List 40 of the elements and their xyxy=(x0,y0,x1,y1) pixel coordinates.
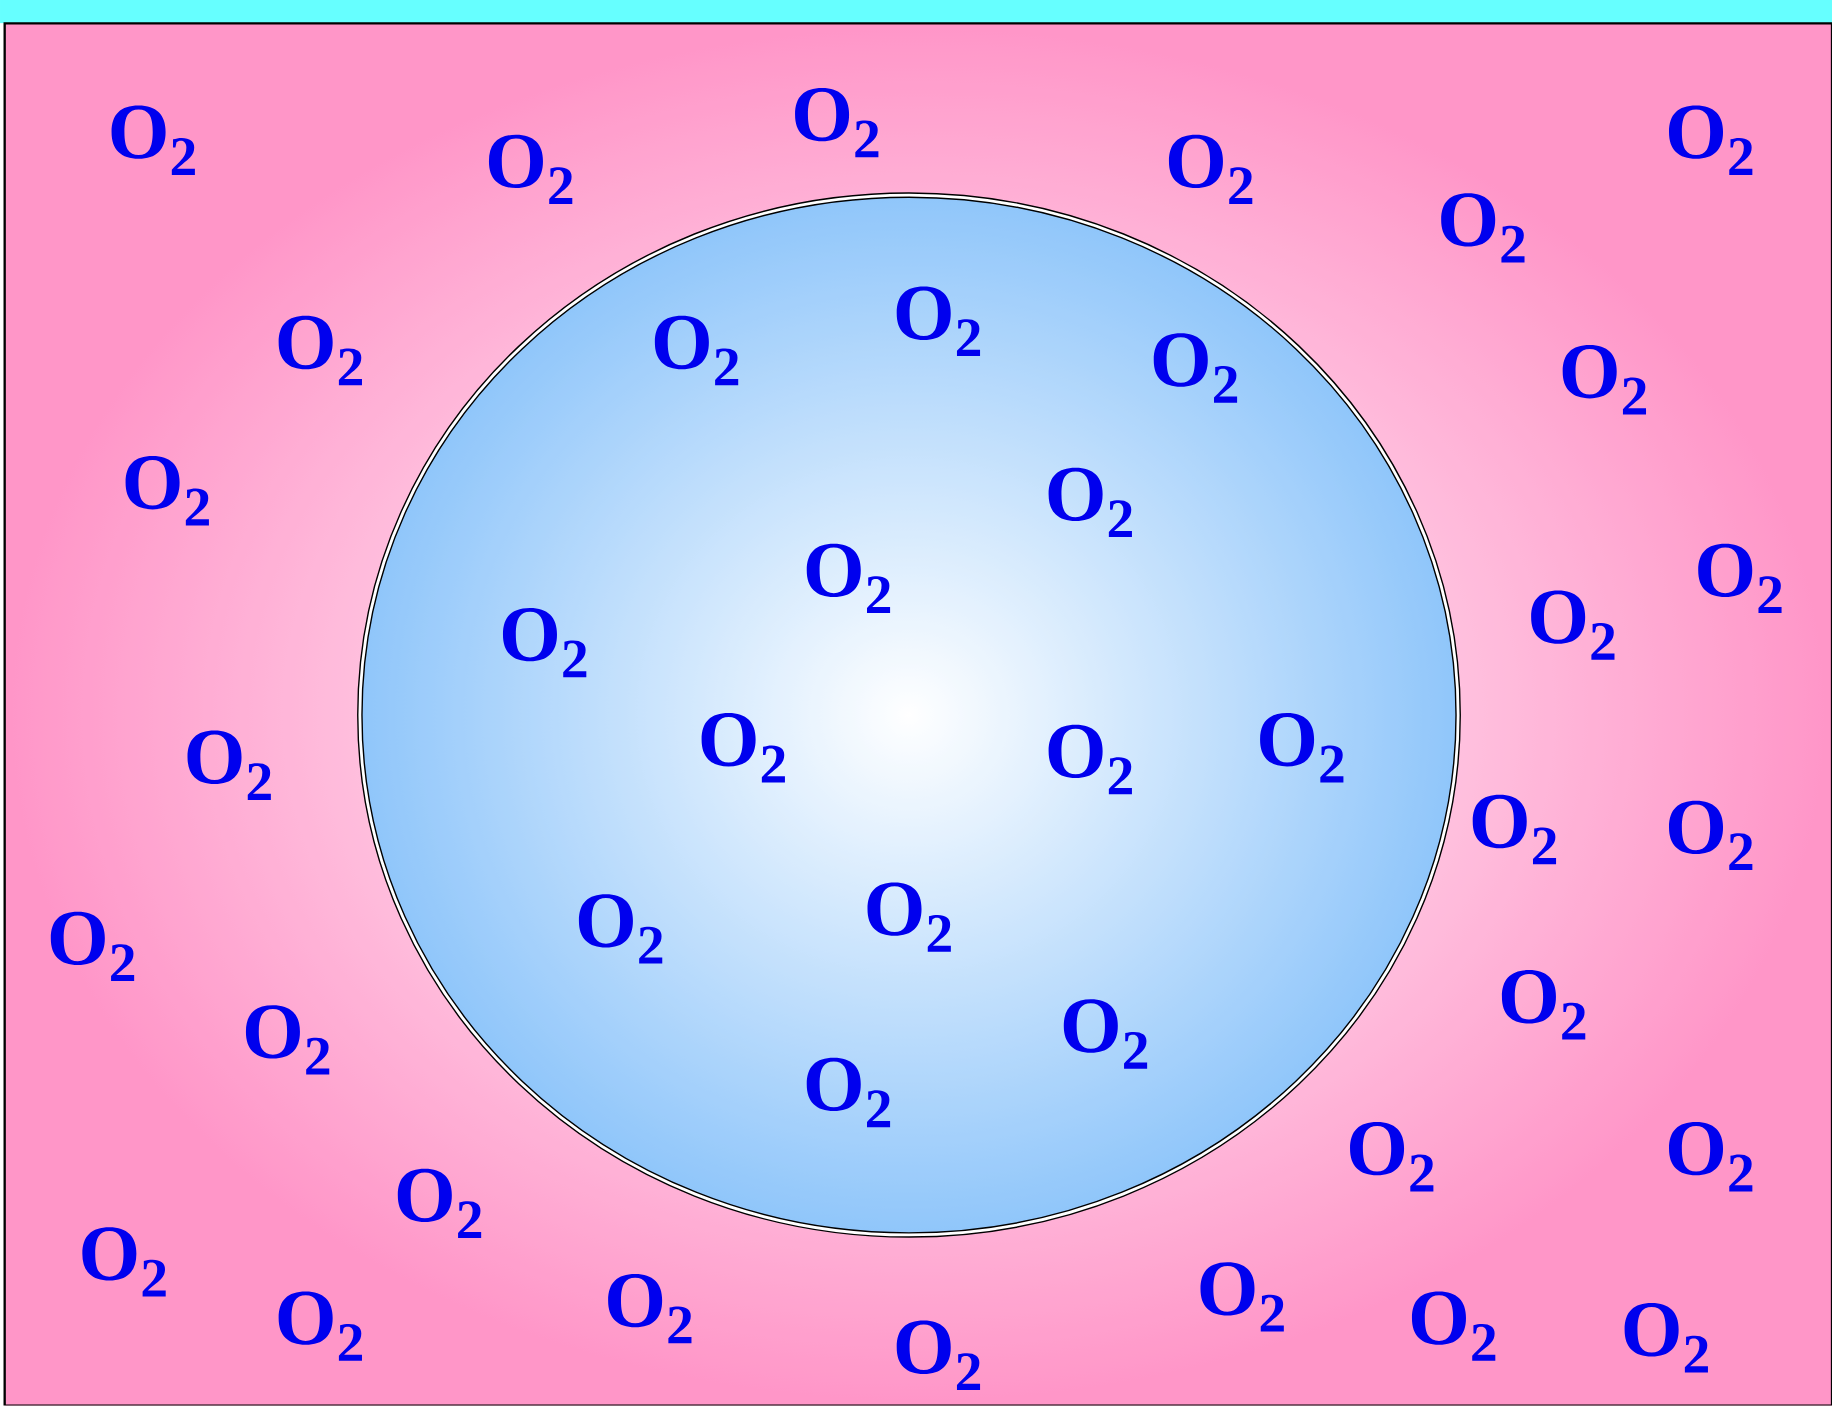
oxygen-label: O$_{2}$ xyxy=(1669,1122,1753,1192)
oxygen-label: O$_{2}$ xyxy=(50,911,135,982)
oxygen-label: O$_{2}$ xyxy=(578,894,663,964)
oxygen-label: O$_{2}$ xyxy=(896,286,981,357)
oxygen-label: O$_{2}$ xyxy=(1048,467,1132,538)
oxygen-label: O$_{2}$ xyxy=(488,134,573,205)
oxygen-label: O$_{2}$ xyxy=(654,316,739,386)
oxygen-label: O$_{2}$ xyxy=(608,1274,692,1344)
oxygen-label: O$_{2}$ xyxy=(278,1291,362,1362)
oxygen-label: O$_{2}$ xyxy=(125,456,209,526)
oxygen-label: O$_{2}$ xyxy=(1669,800,1753,871)
oxygen-label: O$_{2}$ xyxy=(1562,345,1647,415)
oxygen-label: O$_{2}$ xyxy=(896,1320,981,1391)
oxygen-label: O$_{2}$ xyxy=(701,713,785,783)
oxygen-label: O$_{2}$ xyxy=(502,608,587,678)
oxygen-label: O$_{2}$ xyxy=(1153,333,1238,403)
oxygen-label: O$_{2}$ xyxy=(1048,725,1132,795)
oxygen-label: O$_{2}$ xyxy=(1472,795,1557,865)
oxygen-label: O$_{2}$ xyxy=(1350,1122,1434,1192)
oxygen-label: O$_{2}$ xyxy=(1260,713,1344,783)
oxygen-label: O$_{2}$ xyxy=(806,543,891,614)
oxygen-label: O$_{2}$ xyxy=(1411,1291,1496,1362)
oxygen-label: O$_{2}$ xyxy=(1531,590,1615,660)
oxygen-label: O$_{2}$ xyxy=(867,882,951,953)
oxygen-label: O$_{2}$ xyxy=(245,1005,330,1075)
oxygen-label: O$_{2}$ xyxy=(1168,134,1253,205)
oxygen-label: O$_{2}$ xyxy=(806,1057,891,1128)
oxygen-label: O$_{2}$ xyxy=(1501,970,1586,1040)
oxygen-label: O$_{2}$ xyxy=(1624,1303,1708,1373)
oxygen-label: O$_{2}$ xyxy=(1063,999,1148,1069)
oxygen-label: O$_{2}$ xyxy=(278,316,362,386)
oxygen-label: O$_{2}$ xyxy=(1669,105,1753,176)
oxygen-label: O$_{2}$ xyxy=(1698,543,1782,614)
oxygen-label: O$_{2}$ xyxy=(111,105,195,176)
oxygen-label: O$_{2}$ xyxy=(397,1168,482,1239)
oxygen-label: O$_{2}$ xyxy=(187,730,271,801)
oxygen-label: O$_{2}$ xyxy=(1441,193,1525,263)
oxygen-label: O$_{2}$ xyxy=(82,1227,166,1297)
oxygen-label: O$_{2}$ xyxy=(1200,1262,1284,1332)
oxygen-label: O$_{2}$ xyxy=(795,88,879,158)
